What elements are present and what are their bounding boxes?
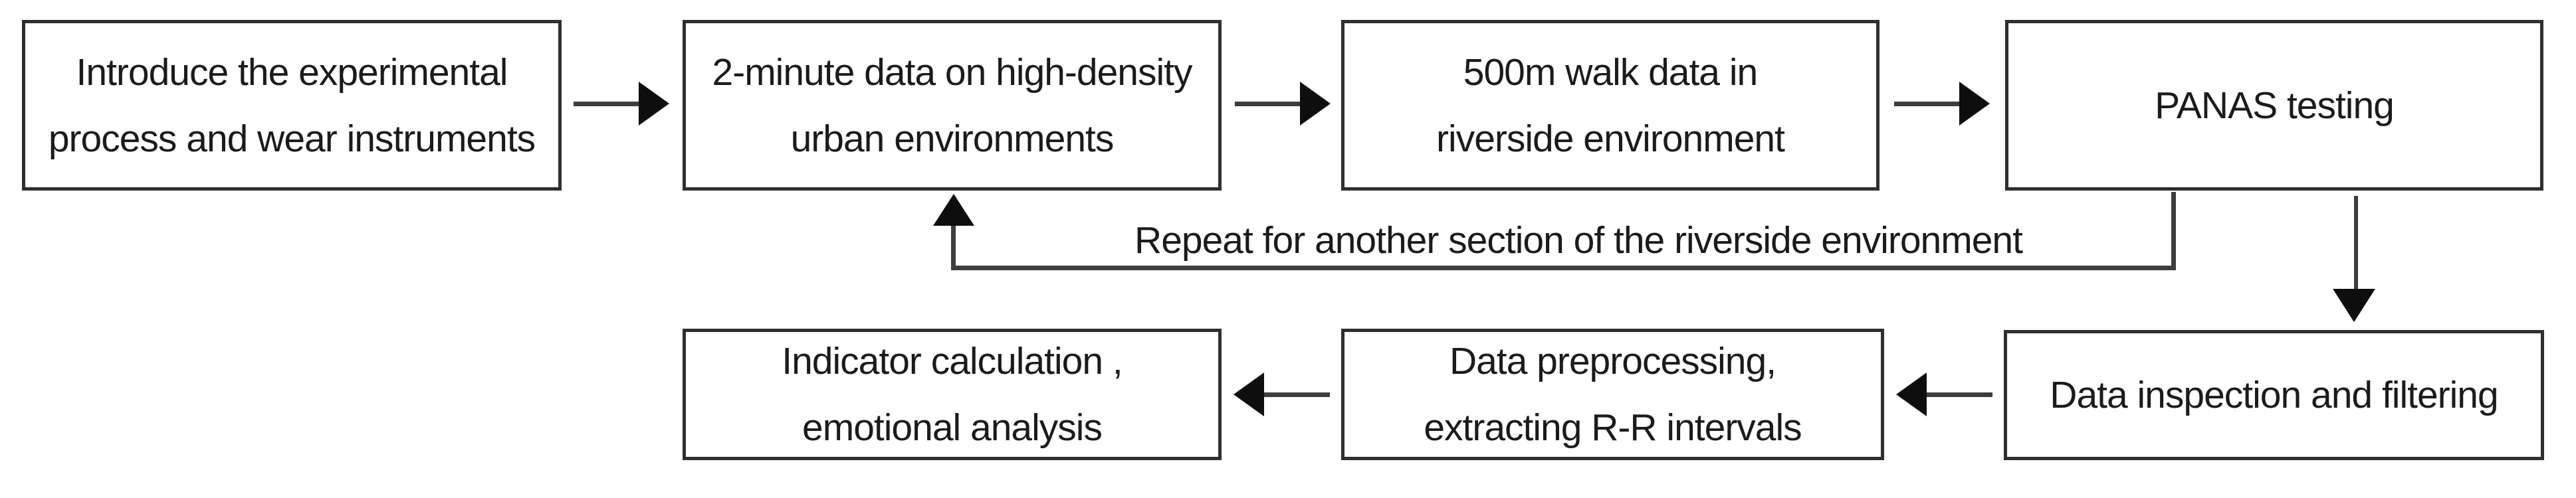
flow-box-text-line: extracting R-R intervals bbox=[1424, 406, 1802, 449]
arrow-preprocess-to-indicator-stem bbox=[1263, 392, 1330, 397]
flow-box-text-line: 500m walk data in bbox=[1463, 50, 1758, 94]
flow-box-text-line: Introduce the experimental bbox=[76, 50, 508, 94]
flow-box-data-inspection: Data inspection and filtering bbox=[2004, 330, 2544, 460]
loop-line-up-to-urban bbox=[951, 224, 956, 268]
arrow-intro-to-urban-stem bbox=[574, 102, 641, 106]
loop-repeat-label: Repeat for another section of the rivers… bbox=[1134, 219, 2023, 262]
flow-box-introduce-process: Introduce the experimental process and w… bbox=[22, 20, 562, 191]
flow-box-text-line: 2-minute data on high-density bbox=[712, 50, 1193, 94]
loop-line-horizontal bbox=[951, 266, 2176, 270]
arrow-intro-to-urban-arrowhead-icon bbox=[639, 82, 669, 125]
arrow-urban-to-riverside-stem bbox=[1235, 102, 1303, 106]
arrow-inspection-to-preprocess-stem bbox=[1925, 392, 1992, 397]
arrow-urban-to-riverside-arrowhead-icon bbox=[1300, 82, 1331, 125]
arrow-preprocess-to-indicator-arrowhead-icon bbox=[1234, 373, 1264, 416]
arrow-riverside-to-panas-stem bbox=[1894, 102, 1962, 106]
flow-box-urban-data: 2-minute data on high-density urban envi… bbox=[683, 20, 1222, 191]
arrow-riverside-to-panas-arrowhead-icon bbox=[1959, 82, 1990, 125]
flow-box-text-line: Data preprocessing, bbox=[1449, 340, 1776, 382]
flow-box-indicator-calculation: Indicator calculation , emotional analys… bbox=[683, 329, 1222, 460]
flow-box-text-line: urban environments bbox=[790, 117, 1115, 160]
arrow-panas-to-inspection-stem bbox=[2354, 196, 2358, 290]
arrow-inspection-to-preprocess-arrowhead-icon bbox=[1896, 373, 1927, 416]
flow-box-text-line: PANAS testing bbox=[2155, 84, 2395, 127]
flow-box-text-line: Indicator calculation , bbox=[782, 340, 1123, 382]
loop-line-down-from-panas bbox=[2171, 192, 2176, 270]
flow-box-text-line: riverside environment bbox=[1436, 117, 1785, 160]
arrow-panas-to-inspection-arrowhead-icon bbox=[2333, 289, 2375, 322]
flow-box-text-line: emotional analysis bbox=[802, 406, 1103, 449]
flow-box-panas-testing: PANAS testing bbox=[2005, 20, 2543, 191]
flow-box-text-line: process and wear instruments bbox=[48, 117, 536, 160]
flow-box-data-preprocessing: Data preprocessing, extracting R-R inter… bbox=[1341, 329, 1884, 460]
flow-box-text-line: Data inspection and filtering bbox=[2050, 374, 2498, 416]
loop-up-arrowhead-icon bbox=[933, 194, 974, 226]
flow-box-riverside-walk: 500m walk data in riverside environment bbox=[1341, 20, 1879, 191]
